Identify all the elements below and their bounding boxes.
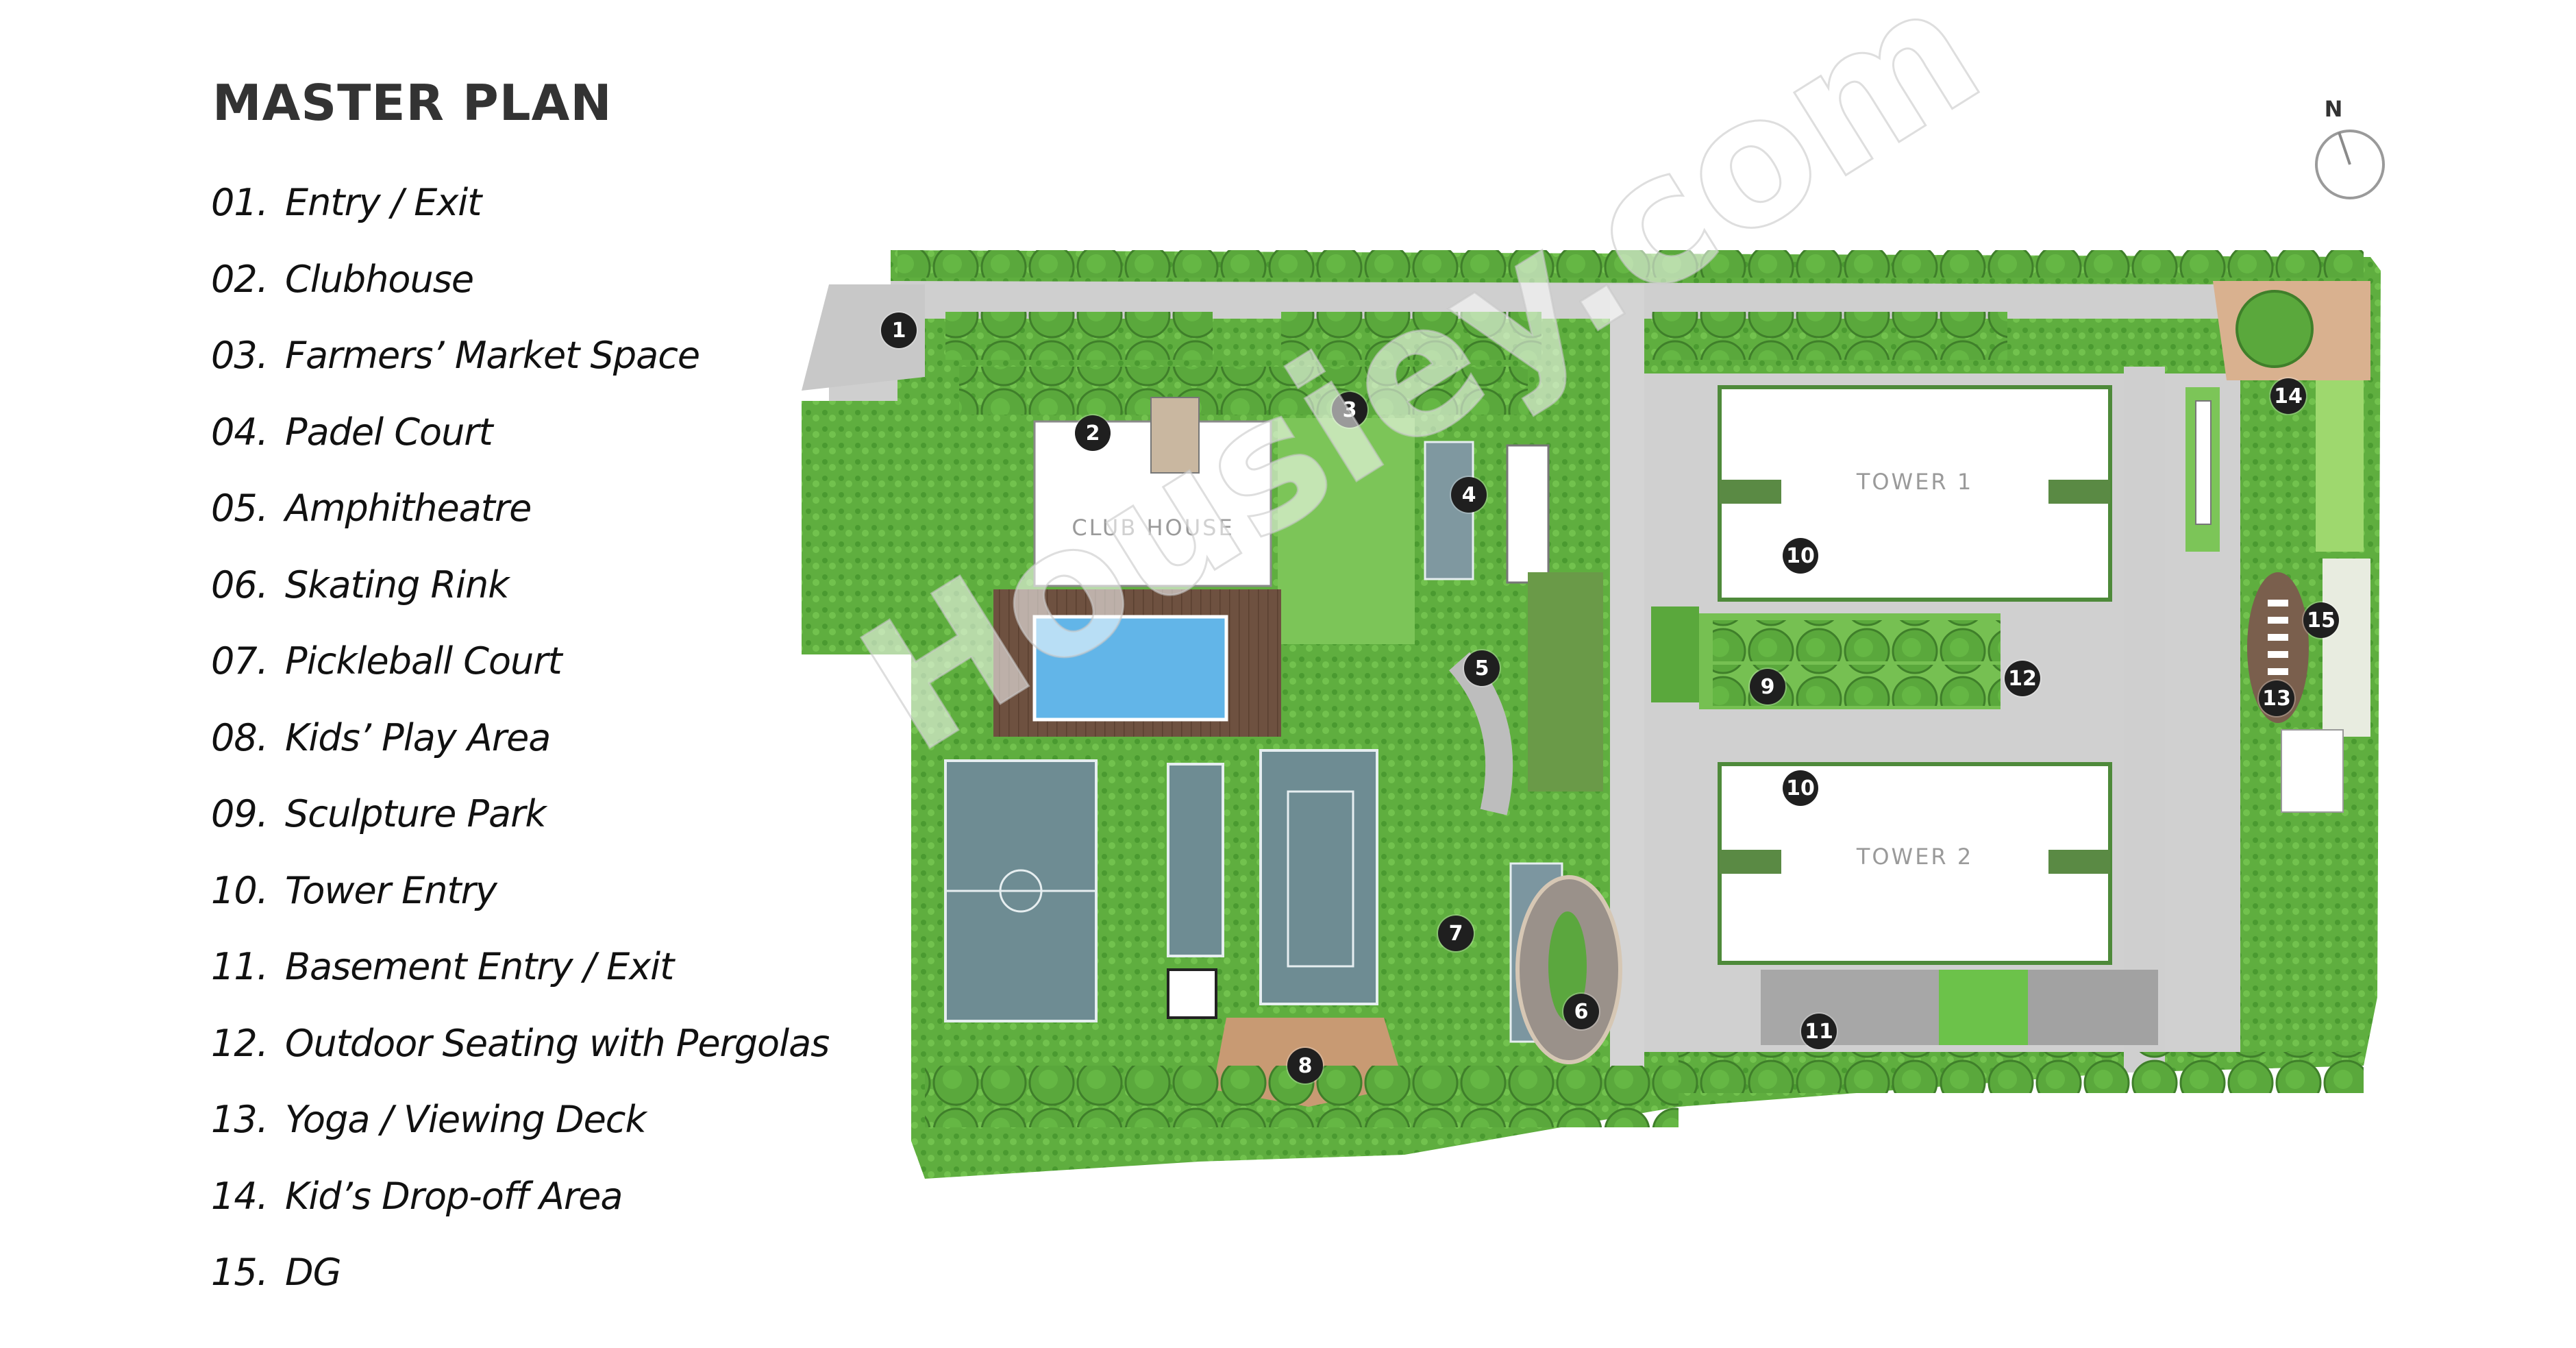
- legend-number: 14.: [211, 1174, 269, 1218]
- site-plan-drawing: [802, 250, 2381, 1179]
- map-marker-1[interactable]: 1: [881, 313, 917, 348]
- legend-item: 01. Entry / Exit: [211, 164, 829, 241]
- legend-item: 07. Pickleball Court: [211, 623, 829, 700]
- legend-label: Entry / Exit: [285, 181, 482, 225]
- map-marker-5[interactable]: 5: [1464, 650, 1500, 686]
- legend-number: 07.: [211, 639, 269, 683]
- legend-item: 10. Tower Entry: [211, 853, 829, 929]
- legend-label: Padel Court: [285, 410, 493, 454]
- legend-label: Yoga / Viewing Deck: [285, 1098, 647, 1142]
- legend-label: Skating Rink: [285, 563, 510, 606]
- legend-label: Outdoor Seating with Pergolas: [285, 1021, 830, 1065]
- legend-label: Kid’s Drop-off Area: [285, 1174, 623, 1218]
- map-marker-15[interactable]: 15: [2303, 602, 2339, 638]
- club-house-label: CLUB HOUSE: [1072, 515, 1235, 541]
- legend-label: Farmers’ Market Space: [285, 334, 700, 378]
- map-marker-12[interactable]: 12: [2005, 661, 2040, 696]
- legend-item: 08. Kids’ Play Area: [211, 700, 829, 776]
- legend-label: Sculpture Park: [285, 792, 547, 836]
- legend-item: 09. Sculpture Park: [211, 776, 829, 853]
- legend-item: 15. DG: [211, 1234, 829, 1311]
- map-marker-11[interactable]: 11: [1801, 1014, 1837, 1049]
- north-label: N: [2324, 96, 2343, 122]
- legend-number: 10.: [211, 868, 269, 912]
- map-marker-4[interactable]: 4: [1451, 477, 1487, 513]
- map-marker-9[interactable]: 9: [1750, 669, 1785, 704]
- legend-number: 08.: [211, 715, 269, 759]
- legend-item: 04. Padel Court: [211, 394, 829, 471]
- legend-number: 15.: [211, 1251, 269, 1295]
- legend-label: Clubhouse: [285, 257, 474, 301]
- legend-item: 13. Yoga / Viewing Deck: [211, 1081, 829, 1158]
- legend-label: Tower Entry: [285, 868, 497, 912]
- legend-item: 11. Basement Entry / Exit: [211, 929, 829, 1005]
- legend-number: 05.: [211, 487, 269, 530]
- legend-number: 02.: [211, 257, 269, 301]
- legend-number: 12.: [211, 1021, 269, 1065]
- legend-number: 13.: [211, 1098, 269, 1142]
- legend-label: Basement Entry / Exit: [285, 945, 674, 989]
- legend-item: 14. Kid’s Drop-off Area: [211, 1158, 829, 1235]
- legend-label: Pickleball Court: [285, 639, 562, 683]
- site-plan-map: CLUB HOUSE TOWER 1 TOWER 2 1 2 3 4 5 6 7…: [788, 243, 2391, 1189]
- map-marker-13[interactable]: 13: [2259, 681, 2294, 716]
- map-marker-2[interactable]: 2: [1075, 415, 1111, 451]
- legend-label: Kids’ Play Area: [285, 715, 551, 759]
- legend-list: 01. Entry / Exit 02. Clubhouse 03. Farmers’…: [211, 164, 830, 1311]
- map-marker-10-tower-2[interactable]: 10: [1783, 770, 1818, 806]
- legend-item: 12. Outdoor Seating with Pergolas: [211, 1005, 830, 1082]
- legend-number: 01.: [211, 181, 269, 225]
- legend-number: 03.: [211, 334, 269, 378]
- north-arrow-icon: [2315, 130, 2385, 199]
- legend-item: 06. Skating Rink: [211, 547, 829, 624]
- map-marker-3[interactable]: 3: [1332, 392, 1367, 428]
- legend-label: Amphitheatre: [285, 487, 532, 530]
- legend-item: 05. Amphitheatre: [211, 470, 829, 547]
- tower-2-label: TOWER 2: [1856, 844, 1974, 870]
- legend-number: 09.: [211, 792, 269, 836]
- map-marker-6[interactable]: 6: [1563, 994, 1599, 1029]
- legend-number: 11.: [211, 945, 269, 989]
- legend-item: 03. Farmers’ Market Space: [211, 317, 829, 394]
- page-title: MASTER PLAN: [212, 74, 612, 132]
- tower-1-label: TOWER 1: [1856, 469, 1974, 495]
- north-compass: N: [2314, 96, 2390, 206]
- map-marker-7[interactable]: 7: [1438, 916, 1474, 951]
- map-marker-8[interactable]: 8: [1287, 1048, 1323, 1083]
- legend-label: DG: [285, 1251, 341, 1295]
- map-marker-10-tower-1[interactable]: 10: [1783, 538, 1818, 574]
- legend-number: 04.: [211, 410, 269, 454]
- legend-item: 02. Clubhouse: [211, 241, 829, 318]
- map-marker-14[interactable]: 14: [2270, 378, 2306, 414]
- legend-number: 06.: [211, 563, 269, 606]
